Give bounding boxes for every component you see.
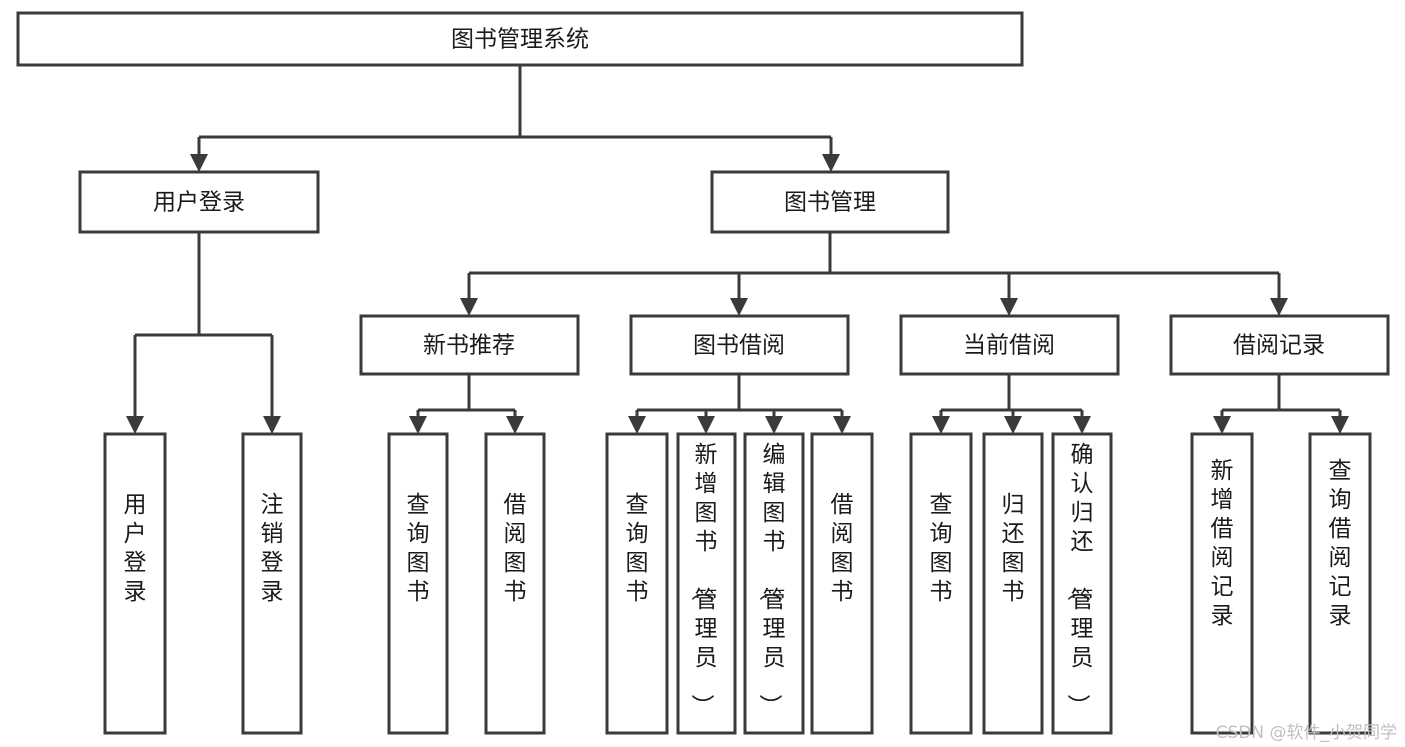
leaf-borrow-book-2[interactable]: 借阅图书 xyxy=(810,432,874,735)
arrowhead-leaf-add-book xyxy=(697,416,715,434)
arrowhead-leaf-return-book xyxy=(1004,416,1022,434)
leaf-query-book-3-box[interactable] xyxy=(909,432,973,735)
leaf-query-borrow-record-box[interactable] xyxy=(1308,432,1372,735)
node-current-borrow-label: 当前借阅 xyxy=(963,333,1055,359)
arrowhead-user-login xyxy=(190,154,208,172)
arrowhead-leaf-query-book-3 xyxy=(932,416,950,434)
node-book-borrow-box[interactable] xyxy=(629,314,850,376)
node-user-login-box[interactable] xyxy=(78,170,320,234)
leaf-query-book-2[interactable]: 查询图书 xyxy=(605,432,669,735)
leaf-edit-book-label: 编辑图书（管理员） xyxy=(757,442,786,717)
leaf-edit-book[interactable]: 编辑图书（管理员） xyxy=(743,432,805,735)
node-current-borrow[interactable]: 当前借阅 xyxy=(899,314,1120,376)
leaf-query-book-1-label: 查询图书 xyxy=(407,492,430,605)
arrowhead-leaf-borrow-book-1 xyxy=(506,416,524,434)
leaf-user-logout-box[interactable] xyxy=(241,432,303,735)
leaf-add-book-label: 新增图书（管理员） xyxy=(689,442,718,717)
leaf-user-logout[interactable]: 注销登录 xyxy=(241,432,303,735)
arrowhead-leaf-user-logout xyxy=(263,416,281,434)
leaf-query-book-2-label: 查询图书 xyxy=(626,492,649,605)
connector-layer xyxy=(126,65,1349,434)
leaf-confirm-return-box[interactable] xyxy=(1051,432,1113,735)
node-user-login-label: 用户登录 xyxy=(153,190,245,216)
arrowhead-leaf-add-borrow-record xyxy=(1213,416,1231,434)
leaf-layer: 用户登录 注销登录 查询图书 借阅图书 查询图书 新增图书（管理员） 编辑图书（… xyxy=(103,432,1372,735)
arrowhead-leaf-query-borrow-record xyxy=(1331,416,1349,434)
leaf-borrow-book-1-box[interactable] xyxy=(484,432,546,735)
leaf-query-book-2-box[interactable] xyxy=(605,432,669,735)
arrowhead-leaf-confirm-return xyxy=(1073,416,1091,434)
leaf-confirm-return[interactable]: 确认归还（管理员） xyxy=(1051,432,1113,735)
arrowhead-leaf-edit-book xyxy=(765,416,783,434)
leaf-query-book-3-label: 查询图书 xyxy=(930,492,953,605)
leaf-query-book-1[interactable]: 查询图书 xyxy=(387,432,449,735)
arrowhead-new-book-recommend xyxy=(460,298,478,316)
arrowhead-book-borrow xyxy=(730,298,748,316)
leaf-return-book-box[interactable] xyxy=(982,432,1044,735)
leaf-add-borrow-record-box[interactable] xyxy=(1190,432,1254,735)
node-new-book-recommend[interactable]: 新书推荐 xyxy=(359,314,580,376)
arrowhead-leaf-query-book-2 xyxy=(628,416,646,434)
node-borrow-record-box[interactable] xyxy=(1169,314,1390,376)
arrowhead-leaf-borrow-book-2 xyxy=(833,416,851,434)
arrowhead-current-borrow xyxy=(1000,298,1018,316)
leaf-query-book-3[interactable]: 查询图书 xyxy=(909,432,973,735)
leaf-add-borrow-record-label: 新增借阅记录 xyxy=(1211,458,1234,629)
leaf-user-login-label: 用户登录 xyxy=(124,492,147,605)
node-new-book-recommend-box[interactable] xyxy=(359,314,580,376)
leaf-user-logout-label: 注销登录 xyxy=(261,492,284,605)
node-book-manage[interactable]: 图书管理 xyxy=(710,170,950,234)
leaf-query-borrow-record-label: 查询借阅记录 xyxy=(1329,458,1352,629)
node-borrow-record-label: 借阅记录 xyxy=(1233,333,1325,359)
leaf-borrow-book-1[interactable]: 借阅图书 xyxy=(484,432,546,735)
node-root[interactable]: 图书管理系统 xyxy=(16,11,1024,67)
node-book-manage-box[interactable] xyxy=(710,170,950,234)
node-user-login[interactable]: 用户登录 xyxy=(78,170,320,234)
node-borrow-record[interactable]: 借阅记录 xyxy=(1169,314,1390,376)
leaf-borrow-book-2-label: 借阅图书 xyxy=(831,492,854,605)
leaf-return-book[interactable]: 归还图书 xyxy=(982,432,1044,735)
node-book-borrow-label: 图书借阅 xyxy=(693,333,785,359)
node-current-borrow-box[interactable] xyxy=(899,314,1120,376)
node-book-borrow[interactable]: 图书借阅 xyxy=(629,314,850,376)
arrowhead-leaf-user-login xyxy=(126,416,144,434)
arrowhead-borrow-record xyxy=(1270,298,1288,316)
leaf-edit-book-box[interactable] xyxy=(743,432,805,735)
node-book-manage-label: 图书管理 xyxy=(784,190,876,216)
leaf-user-login[interactable]: 用户登录 xyxy=(103,432,167,735)
csdn-watermark: CSDN @软件_小贺同学 xyxy=(1215,723,1397,743)
node-new-book-recommend-label: 新书推荐 xyxy=(423,333,515,359)
leaf-return-book-label: 归还图书 xyxy=(1002,492,1025,605)
arrowhead-book-manage xyxy=(822,154,840,172)
leaf-query-borrow-record[interactable]: 查询借阅记录 xyxy=(1308,432,1372,735)
leaf-query-book-1-box[interactable] xyxy=(387,432,449,735)
node-root-label: 图书管理系统 xyxy=(451,27,589,53)
leaf-add-book-box[interactable] xyxy=(676,432,737,735)
leaf-add-book[interactable]: 新增图书（管理员） xyxy=(676,432,737,735)
node-root-box[interactable] xyxy=(16,11,1024,67)
leaf-borrow-book-2-box[interactable] xyxy=(810,432,874,735)
leaf-confirm-return-label: 确认归还（管理员） xyxy=(1065,442,1094,717)
leaf-user-login-box[interactable] xyxy=(103,432,167,735)
arrowhead-leaf-query-book-1 xyxy=(409,416,427,434)
leaf-borrow-book-1-label: 借阅图书 xyxy=(504,492,527,605)
leaf-add-borrow-record[interactable]: 新增借阅记录 xyxy=(1190,432,1254,735)
